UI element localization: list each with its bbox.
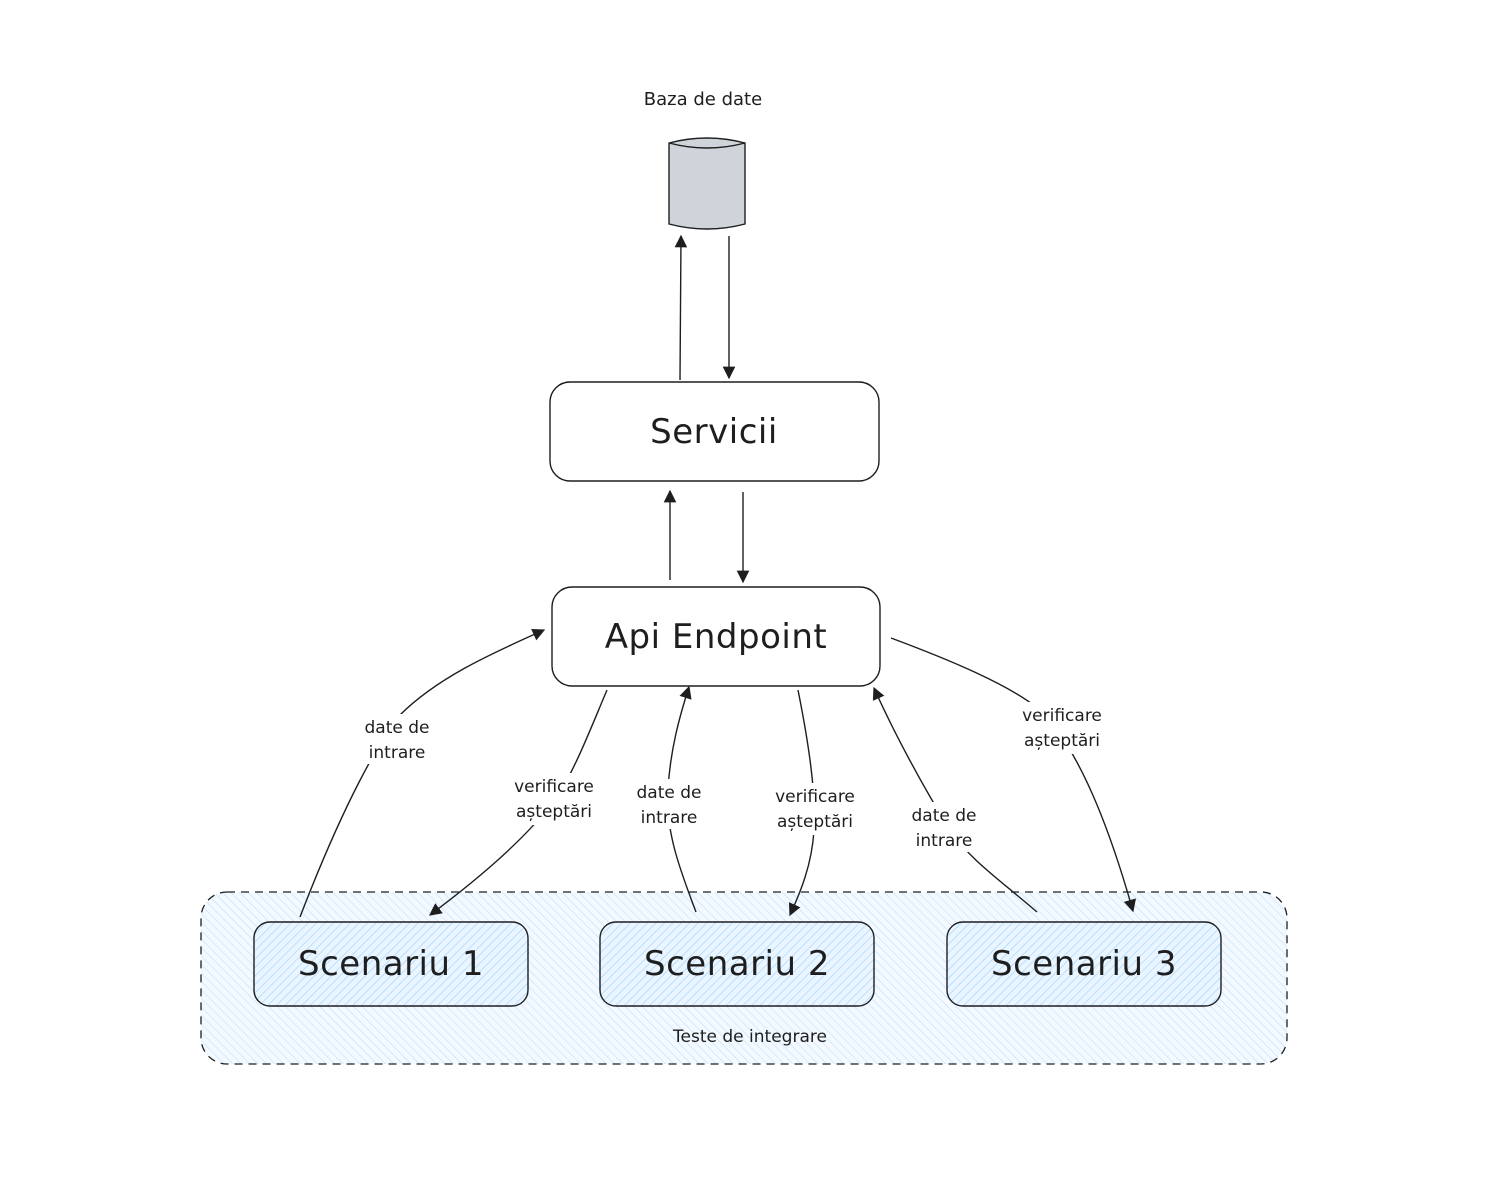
edge-scenario2-to-api-label-2: intrare — [641, 808, 698, 828]
edge-api-to-scenario3-label-2: așteptări — [1024, 731, 1100, 751]
edge-api-to-scenario2-label-1: verificare — [775, 787, 855, 807]
scenario-3-label: Scenariu 3 — [991, 944, 1177, 984]
scenario-2-label: Scenariu 2 — [644, 944, 830, 984]
database-node — [668, 137, 746, 230]
edge-scenario3-to-api-label-1: date de — [912, 806, 977, 826]
edge-api-to-scenario2-label-2: așteptări — [777, 812, 853, 832]
edge-scenario1-to-api-label-2: intrare — [369, 743, 426, 763]
api-endpoint-node — [551, 586, 881, 687]
edge-api-to-scenario1-label-1: verificare — [514, 777, 594, 797]
api-endpoint-label: Api Endpoint — [605, 617, 827, 657]
database-cylinder-icon — [668, 137, 746, 230]
edge-api-to-scenario3 — [890, 637, 1136, 913]
scenario-3-node — [946, 921, 1222, 1007]
edge-scenario2-to-api-label-1: date de — [637, 783, 702, 803]
edge-scenario1-to-api-label-1: date de — [365, 718, 430, 738]
scenario-1-label: Scenariu 1 — [298, 944, 484, 984]
edge-services-to-database — [674, 234, 688, 381]
scenario-2-node — [599, 921, 875, 1007]
scenario-1-node — [253, 921, 529, 1007]
integration-tests-group-label: Teste de integrare — [672, 1027, 827, 1047]
database-label: Baza de date — [644, 89, 762, 110]
services-node — [549, 381, 880, 482]
edge-scenario3-to-api-label-2: intrare — [916, 831, 973, 851]
edge-api-to-scenario1-label-2: așteptări — [516, 802, 592, 822]
edge-api-to-scenario3-label-1: verificare — [1022, 706, 1102, 726]
services-label: Servicii — [650, 412, 778, 452]
